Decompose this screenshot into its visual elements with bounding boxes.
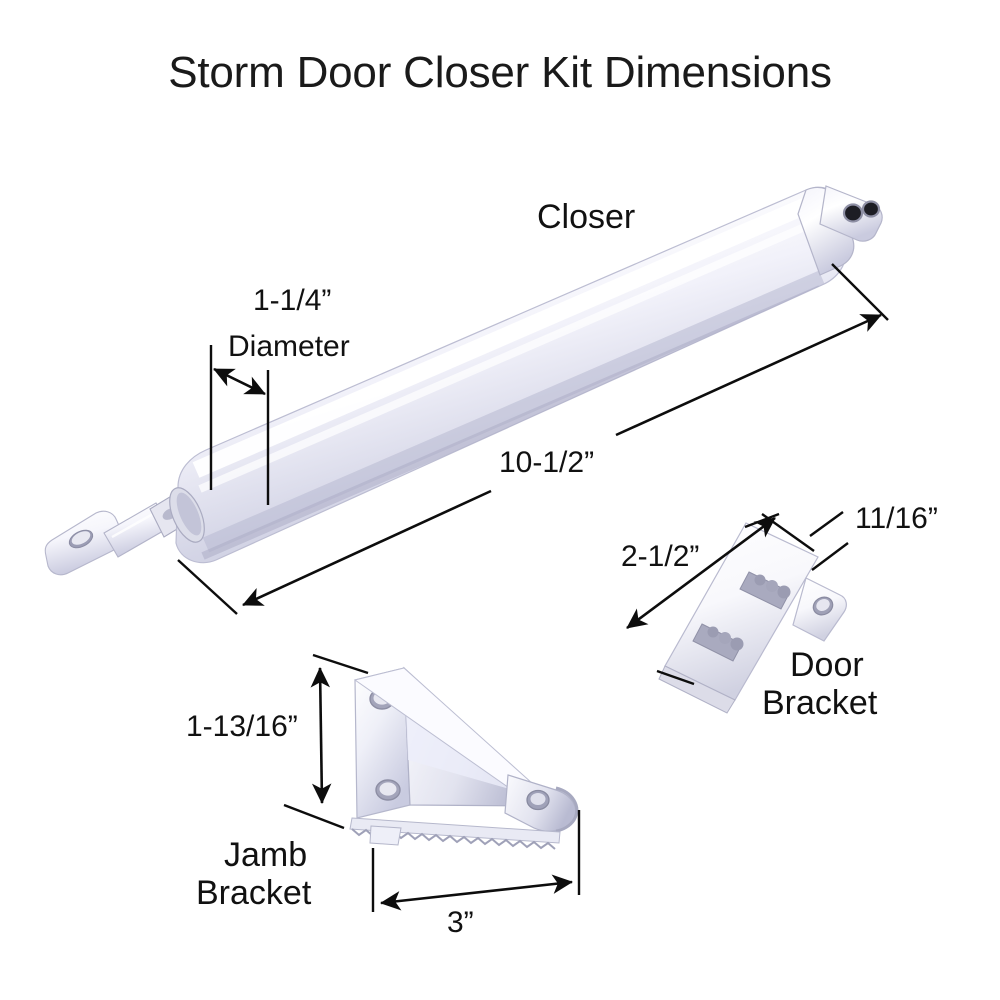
door-bracket-slot-lower	[692, 623, 744, 662]
closer-end-cap	[797, 185, 883, 276]
page-title: Storm Door Closer Kit Dimensions	[168, 48, 832, 97]
jamb-bracket-part-graphic: 1-13/16” 3” Jamb Bracket	[186, 653, 581, 939]
closer-length-dimension	[177, 263, 889, 615]
door-bracket-length-value: 2-1/2”	[621, 540, 699, 573]
closer-diameter-caption: Diameter	[228, 330, 350, 363]
closer-label: Closer	[537, 198, 635, 236]
door-bracket-width-value: 11/16”	[855, 502, 938, 535]
jamb-bracket-height-dimension	[283, 653, 369, 830]
closer-length-value: 10-1/2”	[499, 446, 594, 479]
jamb-bracket-width-value: 3”	[447, 906, 474, 939]
door-bracket-width-leaders	[761, 511, 849, 571]
door-bracket-part-graphic: 2-1/2” 11/16” Door Bracket	[621, 502, 938, 722]
closer-barrel	[169, 186, 847, 564]
door-bracket-label-line2: Bracket	[762, 684, 878, 722]
jamb-bracket-height-value: 1-13/16”	[186, 710, 298, 743]
jamb-bracket-label-line1: Jamb	[224, 836, 307, 874]
jamb-bracket-label-line2: Bracket	[196, 874, 312, 912]
closer-adjustment-screw-hole-2	[861, 200, 881, 218]
closer-adjustment-screw-hole-1	[842, 203, 864, 223]
closer-diameter-dimension	[209, 345, 270, 505]
door-bracket-length-dimension	[626, 512, 780, 686]
closer-rod-eyelet	[44, 510, 123, 576]
jamb-bracket-width-dimension	[371, 810, 581, 912]
door-bracket-label-line1: Door	[790, 646, 864, 684]
closer-diameter-value: 1-1/4”	[253, 284, 331, 317]
